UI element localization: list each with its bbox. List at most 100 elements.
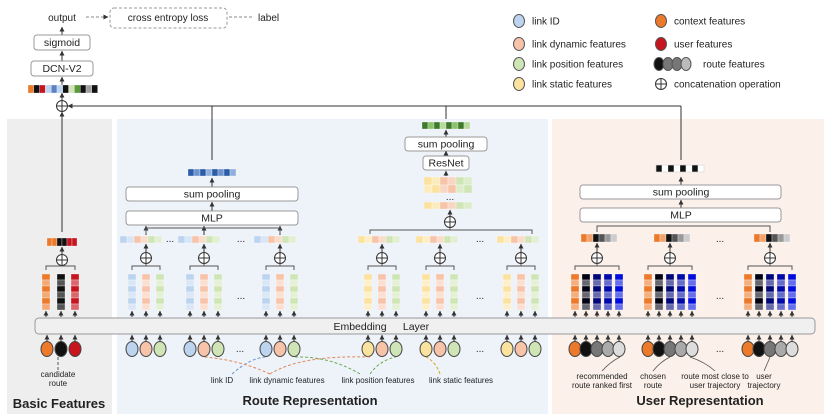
user-group-1-col-4-cell [687,285,697,293]
route-group-2-vec-cell [260,235,269,244]
user-group-0-col-1-cell [581,297,591,305]
resnet-vector-cell [427,121,435,130]
route-right-2-col-1-cell [516,303,526,311]
user-pooled-vector-cell [691,164,699,173]
basic-col-2-cell [70,297,80,305]
route-group-1-vec-cell [198,235,207,244]
route-right-2-col-2-cell [530,285,540,293]
route-1-link-dyn-circle [197,341,211,357]
route-right-0-col-1-cell [377,273,387,281]
user-route-groups: ...... [570,225,797,317]
user-group-0-col-3-cell [603,273,613,281]
user-group-2-col-1-cell [754,291,764,299]
user-group-0-col-0-cell [570,297,580,305]
ellipsis: ... [446,192,454,203]
route-r0-pos-circle [389,341,403,357]
user-group-2-col-4-cell [787,279,797,287]
user-group-1-col-2-cell [665,273,675,281]
user-0-circle-4 [612,341,626,357]
user-pooled-vector-cell [685,164,693,173]
user-group-2-col-2-cell [765,303,775,311]
route-2-link-pos-circle [287,341,301,357]
route-group-1-col-1-cell [199,279,209,287]
route-r1-static-circle [419,341,433,357]
user-group-0-col-1-cell [581,279,591,287]
route-right-0-vec-cell [364,235,373,244]
route-group-1-col-0-cell [185,291,195,299]
user-group-1-col-0-cell [643,297,653,305]
resnet-stack-row2-cell [455,184,465,194]
route-group-1-col-1-cell [199,285,209,293]
route-right-0-col-1-cell [377,303,387,311]
route-group-0-col-0-cell [127,303,137,311]
top-vector-cell [74,84,81,94]
user-group-2-col-1-cell [754,297,764,305]
basic-col-1-cell [56,291,66,299]
user-group-0-col-3-cell [603,279,613,287]
user-2-circle-1 [752,341,766,357]
legend-route-circle [680,57,692,71]
route-right-1-vec-cell [450,235,459,244]
route-right-1-vec-cell [429,235,438,244]
route-group-0-col-0-cell [127,273,137,281]
route-right-0-vec-cell [385,235,394,244]
user-group-0-vec-cell [604,233,612,243]
basic-col-1-cell [56,279,66,287]
route-right-2-col-1-cell [516,285,526,293]
route-right-1-col-0-cell [421,279,431,287]
basic-feature-vector [46,237,78,247]
user-sum-pooling-box [579,184,782,200]
user-group-0-bracket [574,264,620,270]
user-group-2-col-4-cell [787,273,797,281]
route-group-2-col-0-cell [261,279,271,287]
route-group-2-col-0-cell [261,297,271,305]
route-right-1-col-0-cell [421,285,431,293]
link-id-label: link ID [211,376,233,385]
user-pooled-vector-cell [655,164,663,173]
user-group-1-col-2-cell [665,285,675,293]
route-group-0-col-1-cell [141,279,151,287]
user-group-2-col-3-cell [776,303,786,311]
ellipsis: ... [716,344,724,355]
route-right-2-vec-cell [531,235,540,244]
route-right-2-col-1-cell [516,279,526,287]
user-group-1-col-3-cell [676,297,686,305]
basic-vector-cell [46,237,53,247]
resnet-vector-cell [463,121,471,130]
user-group-0-col-2-cell [592,273,602,281]
basic-col-0-cell [41,273,51,281]
user-group-0-col-2-cell [592,297,602,305]
basic-col-0-cell [41,291,51,299]
sigmoid-label: sigmoid [44,37,80,49]
route-left-fan [145,227,281,234]
legend-4-icon [655,14,667,28]
route-pooled-vector-cell [229,168,237,177]
user-group-1-col-1-cell [654,273,664,281]
route-pooled-vector-cell [223,168,231,177]
route-right-1-col-1-cell [435,273,445,281]
basic-col-1-cell [56,273,66,281]
user-group-1-vec-cell [671,233,679,243]
top-vector-cell [68,84,75,94]
route-right-0-vec-cell [357,235,366,244]
user-group-2-col-3-cell [776,273,786,281]
route-1-link-id-circle [183,341,197,357]
ellipsis: ... [476,291,484,302]
route-1-link-pos-circle [211,341,225,357]
candidate-route-label-1: candidate [41,370,76,379]
resnet-concat-icon [444,216,456,228]
output-label: output [48,13,76,24]
route-right-2-col-2-cell [530,273,540,281]
route-group-1-col-1-cell [199,297,209,305]
basic-bracket [45,265,76,270]
ellipsis: ... [237,234,245,245]
candidate-route-label-2: route [49,379,68,388]
route-2-link-id-circle [259,341,273,357]
route-group-1-col-2-cell [213,291,223,299]
basic-vector-cell [61,237,68,247]
route-sum-pooling-box [125,186,299,202]
route-right-1-col-2-cell [449,291,459,299]
legend-0-icon [513,14,525,28]
top-vector-cell [27,84,34,94]
top-vector-cell [39,84,46,94]
